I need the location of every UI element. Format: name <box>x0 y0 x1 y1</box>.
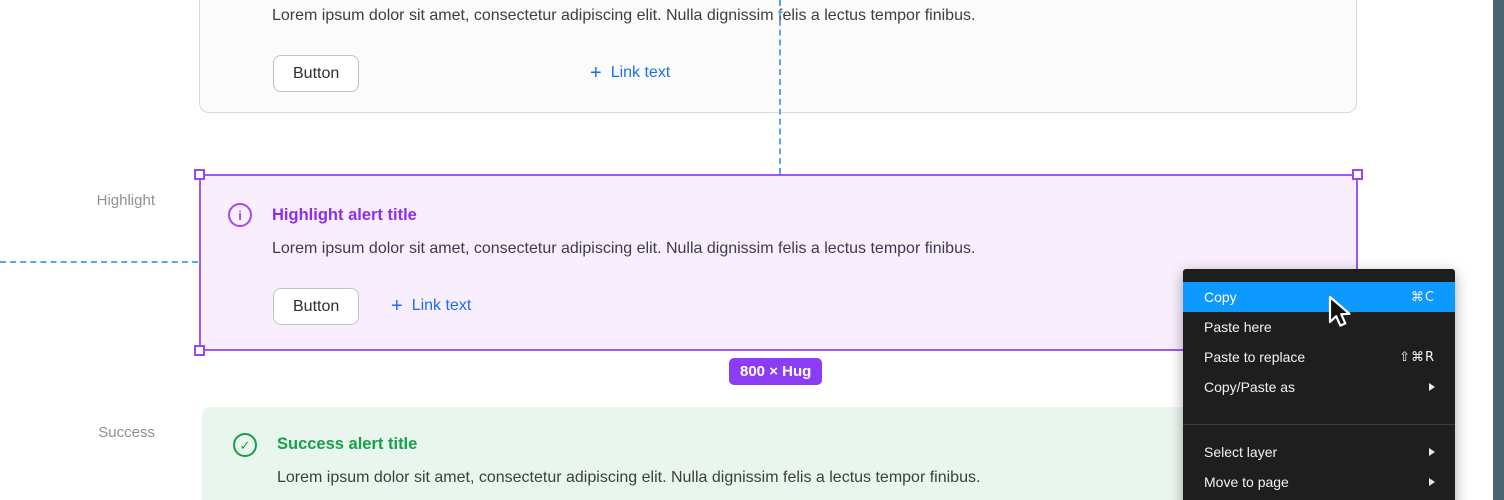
context-menu: Copy ⌘C Paste here Paste to replace ⇧⌘R … <box>1183 269 1455 500</box>
plus-icon: + <box>391 295 403 317</box>
menu-item-label: Move to page <box>1204 474 1289 490</box>
menu-item-copy[interactable]: Copy ⌘C <box>1183 282 1455 312</box>
submenu-arrow-icon <box>1429 383 1435 391</box>
selection-handle-bottom-left[interactable] <box>194 345 205 356</box>
success-section-label[interactable]: Success <box>98 424 155 441</box>
selection-handle-top-left[interactable] <box>194 169 205 180</box>
success-alert-title: Success alert title <box>277 435 418 453</box>
highlight-alert-button[interactable]: Button <box>273 288 360 325</box>
menu-item-label: Paste here <box>1204 319 1272 335</box>
link-label: Link text <box>411 297 472 314</box>
link-label: Link text <box>610 64 671 81</box>
menu-item-label: Copy <box>1204 289 1237 305</box>
menu-item-label: Copy/Paste as <box>1204 379 1296 395</box>
horizontal-guide-line <box>0 261 198 263</box>
menu-separator <box>1183 424 1455 425</box>
right-panel-edge-strip <box>1493 0 1504 500</box>
default-alert-link[interactable]: + Link text <box>590 63 670 83</box>
selection-handle-top-right[interactable] <box>1352 169 1363 180</box>
menu-item-paste-here[interactable]: Paste here <box>1183 312 1455 342</box>
success-alert-card[interactable]: ✓ Success alert title Lorem ipsum dolor … <box>202 407 1358 500</box>
selection-size-badge: 800 × Hug <box>729 358 823 385</box>
highlight-section-label[interactable]: Highlight <box>96 192 155 209</box>
default-alert-button[interactable]: Button <box>273 55 360 92</box>
menu-item-select-layer[interactable]: Select layer <box>1183 437 1455 467</box>
highlight-alert-body: Lorem ipsum dolor sit amet, consectetur … <box>272 240 976 257</box>
default-alert-card[interactable]: Lorem ipsum dolor sit amet, consectetur … <box>199 0 1357 113</box>
menu-item-label: Paste to replace <box>1204 349 1306 365</box>
highlight-alert-title: Highlight alert title <box>272 206 417 224</box>
mouse-cursor-icon <box>1328 295 1351 327</box>
menu-item-shortcut: ⌘C <box>1410 289 1435 305</box>
success-alert-body: Lorem ipsum dolor sit amet, consectetur … <box>277 469 981 486</box>
submenu-arrow-icon <box>1429 478 1435 486</box>
menu-item-label: Select layer <box>1204 444 1278 460</box>
menu-item-copy-paste-as[interactable]: Copy/Paste as <box>1183 372 1455 402</box>
menu-item-paste-to-replace[interactable]: Paste to replace ⇧⌘R <box>1183 342 1455 372</box>
default-alert-body: Lorem ipsum dolor sit amet, consectetur … <box>272 7 976 24</box>
plus-icon: + <box>590 62 602 84</box>
check-icon: ✓ <box>233 433 257 457</box>
menu-item-move-to-page[interactable]: Move to page <box>1183 467 1455 497</box>
menu-item-shortcut: ⇧⌘R <box>1399 349 1435 365</box>
highlight-alert-link[interactable]: + Link text <box>391 296 471 316</box>
submenu-arrow-icon <box>1429 448 1435 456</box>
vertical-guide-line <box>779 0 781 174</box>
highlight-alert-card[interactable]: i Highlight alert title Lorem ipsum dolo… <box>194 169 1363 356</box>
info-icon: i <box>228 203 252 227</box>
